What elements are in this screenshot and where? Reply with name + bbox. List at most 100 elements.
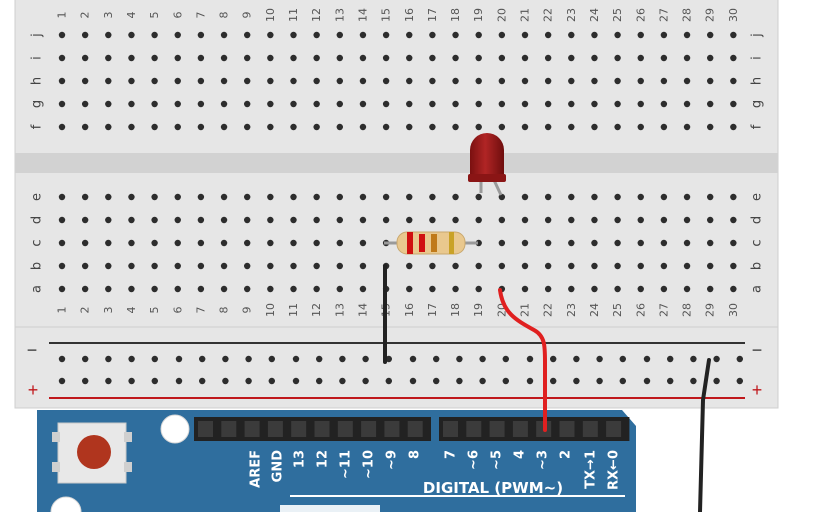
- rail-hole-minus[interactable]: [643, 355, 651, 363]
- rail-hole-minus[interactable]: [596, 355, 603, 363]
- hole-b19[interactable]: [475, 262, 482, 270]
- hole-d13[interactable]: [336, 216, 343, 224]
- hole-i28[interactable]: [683, 54, 691, 62]
- hole-e5[interactable]: [151, 193, 158, 201]
- rail-hole-minus[interactable]: [222, 355, 229, 363]
- hole-i12[interactable]: [313, 54, 320, 62]
- hole-a22[interactable]: [544, 285, 552, 293]
- hole-d7[interactable]: [197, 216, 205, 224]
- hole-e23[interactable]: [568, 193, 575, 201]
- rail-hole-minus[interactable]: [362, 355, 369, 363]
- hole-i16[interactable]: [406, 54, 413, 62]
- header-pin[interactable]: [244, 421, 260, 437]
- hole-c19[interactable]: [475, 239, 482, 247]
- hole-b21[interactable]: [521, 262, 529, 270]
- rail-hole-plus[interactable]: [105, 377, 112, 385]
- rail-hole-plus[interactable]: [292, 377, 300, 385]
- rail-hole-minus[interactable]: [736, 355, 743, 363]
- hole-e7[interactable]: [197, 193, 205, 201]
- header-pin[interactable]: [466, 421, 482, 437]
- rail-hole-minus[interactable]: [502, 355, 509, 363]
- hole-e10[interactable]: [267, 193, 274, 201]
- header-pin[interactable]: [221, 421, 237, 437]
- header-pin[interactable]: [267, 421, 283, 437]
- hole-b4[interactable]: [128, 262, 135, 270]
- hole-c7[interactable]: [197, 239, 205, 247]
- hole-g3[interactable]: [105, 100, 112, 108]
- hole-j8[interactable]: [220, 31, 228, 39]
- hole-j17[interactable]: [429, 31, 436, 39]
- hole-j18[interactable]: [452, 31, 459, 39]
- hole-j22[interactable]: [544, 31, 552, 39]
- rail-hole-plus[interactable]: [268, 377, 275, 385]
- hole-h2[interactable]: [81, 77, 89, 85]
- hole-f3[interactable]: [105, 123, 112, 131]
- hole-a24[interactable]: [591, 285, 598, 293]
- hole-g9[interactable]: [244, 100, 251, 108]
- hole-a23[interactable]: [568, 285, 575, 293]
- hole-j21[interactable]: [521, 31, 529, 39]
- rail-hole-minus[interactable]: [199, 355, 206, 363]
- hole-a11[interactable]: [290, 285, 297, 293]
- hole-b23[interactable]: [568, 262, 575, 270]
- hole-e16[interactable]: [406, 193, 413, 201]
- hole-g7[interactable]: [197, 100, 205, 108]
- rail-hole-plus[interactable]: [433, 377, 440, 385]
- hole-d10[interactable]: [267, 216, 274, 224]
- hole-f15[interactable]: [382, 123, 390, 131]
- hole-a18[interactable]: [452, 285, 459, 293]
- rail-hole-minus[interactable]: [105, 355, 112, 363]
- hole-g19[interactable]: [475, 100, 482, 108]
- hole-c12[interactable]: [313, 239, 320, 247]
- rail-hole-plus[interactable]: [690, 377, 697, 385]
- hole-d23[interactable]: [568, 216, 575, 224]
- ground-wire-arduino[interactable]: [698, 358, 711, 512]
- header-pin[interactable]: [559, 421, 575, 437]
- hole-b20[interactable]: [498, 262, 506, 270]
- rail-hole-plus[interactable]: [736, 377, 743, 385]
- signal-wire[interactable]: [498, 288, 547, 432]
- hole-i5[interactable]: [151, 54, 158, 62]
- hole-d16[interactable]: [406, 216, 413, 224]
- hole-j14[interactable]: [359, 31, 367, 39]
- hole-j10[interactable]: [267, 31, 274, 39]
- hole-a8[interactable]: [220, 285, 228, 293]
- rail-hole-minus[interactable]: [619, 355, 626, 363]
- hole-h3[interactable]: [105, 77, 112, 85]
- hole-d14[interactable]: [359, 216, 367, 224]
- hole-d29[interactable]: [707, 216, 714, 224]
- hole-d22[interactable]: [544, 216, 552, 224]
- hole-i14[interactable]: [359, 54, 367, 62]
- hole-g30[interactable]: [730, 100, 737, 108]
- rail-hole-minus[interactable]: [151, 355, 158, 363]
- hole-b3[interactable]: [105, 262, 112, 270]
- hole-h29[interactable]: [707, 77, 714, 85]
- hole-d15[interactable]: [382, 216, 390, 224]
- hole-c23[interactable]: [568, 239, 575, 247]
- hole-i4[interactable]: [128, 54, 135, 62]
- hole-i13[interactable]: [336, 54, 343, 62]
- hole-a12[interactable]: [313, 285, 320, 293]
- hole-g1[interactable]: [58, 100, 66, 108]
- hole-f17[interactable]: [429, 123, 436, 131]
- hole-h10[interactable]: [267, 77, 274, 85]
- hole-f8[interactable]: [220, 123, 228, 131]
- hole-c20[interactable]: [498, 239, 506, 247]
- hole-i8[interactable]: [220, 54, 228, 62]
- rail-hole-minus[interactable]: [316, 355, 323, 363]
- hole-j9[interactable]: [244, 31, 251, 39]
- hole-e19[interactable]: [475, 193, 482, 201]
- hole-e18[interactable]: [452, 193, 459, 201]
- led[interactable]: [468, 133, 506, 196]
- hole-e14[interactable]: [359, 193, 367, 201]
- hole-d2[interactable]: [81, 216, 89, 224]
- rail-hole-minus[interactable]: [690, 355, 697, 363]
- hole-b8[interactable]: [220, 262, 228, 270]
- hole-i9[interactable]: [244, 54, 251, 62]
- hole-b1[interactable]: [58, 262, 66, 270]
- hole-f19[interactable]: [475, 123, 482, 131]
- header-pin[interactable]: [314, 421, 330, 437]
- hole-h5[interactable]: [151, 77, 158, 85]
- hole-g10[interactable]: [267, 100, 274, 108]
